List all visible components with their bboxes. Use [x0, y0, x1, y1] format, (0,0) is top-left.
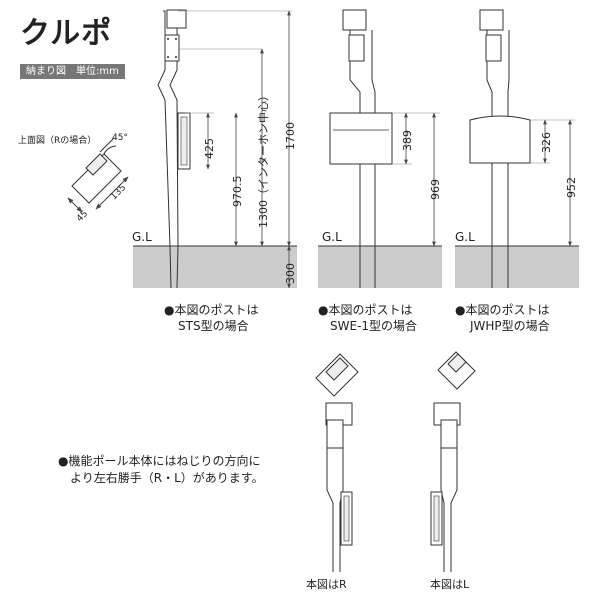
- dim-389-label: 389: [401, 130, 414, 151]
- pole-outline: [440, 448, 458, 572]
- ground-label: G.L: [322, 230, 342, 244]
- ground-band: [318, 246, 442, 288]
- product-title: クルポ: [20, 16, 113, 51]
- dim-952-label: 952: [565, 177, 578, 198]
- mailbox-slot: [343, 495, 350, 542]
- caption-jwhp-line1: ●本図のポストは: [455, 303, 549, 317]
- dim-1700-label: 1700: [284, 122, 297, 150]
- pole-head: [479, 9, 504, 31]
- dim-970-label: 970.5: [231, 176, 244, 208]
- intercom-plate: [164, 34, 180, 62]
- mailbox-slot: [180, 116, 188, 166]
- variant-r-drawing: 本図はR: [306, 353, 359, 591]
- variant-r-top-plate: [325, 357, 349, 381]
- pole-head: [342, 9, 367, 31]
- dim-45-line: [67, 197, 83, 213]
- diagram-sts: G.L 425 970.5 1300（インターホン中心） 1: [132, 9, 297, 333]
- mailbox-swe1: [329, 112, 393, 165]
- mailbox-slot: [433, 495, 440, 542]
- variant-l-label: 本図はL: [430, 577, 470, 591]
- angle-arc: [103, 145, 117, 155]
- caption-sts-line1: ●本図のポストは: [164, 303, 258, 317]
- ground-band: [133, 246, 297, 288]
- variant-l-drawing: 本図はL: [430, 351, 476, 591]
- top-view-label: 上面図（Rの場合）: [18, 134, 96, 146]
- top-view-plate: [85, 153, 108, 176]
- intercom-plate: [326, 419, 344, 449]
- screw-icon: [167, 56, 169, 58]
- mailbox-jwhp: [469, 115, 531, 164]
- dim-969-label: 969: [429, 179, 442, 200]
- caption-jwhp-line2: JWHP型の場合: [469, 318, 550, 333]
- twist-note-line1: ●機能ポール本体にはねじりの方向に: [58, 453, 260, 468]
- screw-icon: [167, 38, 169, 40]
- intercom-plate: [348, 34, 365, 62]
- unit-label: 納まり図 単位:mm: [20, 64, 125, 79]
- variant-r-label: 本図はR: [306, 577, 347, 591]
- intercom-plate: [440, 419, 458, 449]
- dim-1300-label: 1300（インターホン中心）: [257, 90, 270, 228]
- dim-45-label: 45: [75, 209, 90, 224]
- top-view-drawing: 上面図（Rの場合） 45° 135 45: [18, 133, 129, 224]
- dim-326-label: 326: [540, 132, 553, 153]
- ground-label: G.L: [455, 230, 475, 244]
- screw-icon: [175, 38, 177, 40]
- dim-135-line: [95, 176, 129, 210]
- dim-135-label: 135: [109, 183, 128, 202]
- screw-icon: [175, 56, 177, 58]
- caption-swe1-line1: ●本図のポストは: [318, 303, 412, 317]
- angle-guide: [99, 137, 115, 153]
- ground-band: [455, 246, 579, 288]
- caption-sts-line2: STS型の場合: [178, 318, 249, 333]
- dim-425-label: 425: [203, 138, 216, 159]
- angle-label: 45°: [112, 133, 128, 143]
- variant-l-top-plate: [447, 353, 467, 373]
- caption-swe1-line2: SWE-1型の場合: [330, 318, 417, 333]
- dim-300-label: 300: [284, 263, 297, 284]
- pole-head: [166, 9, 187, 29]
- intercom-plate: [485, 34, 502, 62]
- diagram-jwhp: G.L 326 952 ●本図のポストは JWHP型の場合: [455, 9, 579, 333]
- twist-note-line2: より左右勝手（R・L）があります。: [70, 470, 264, 485]
- pole-outline-left: [157, 10, 172, 289]
- diagram-swe1: G.L 389 969 ●本図のポストは SWE-1型の場合: [318, 9, 442, 333]
- ground-label: G.L: [132, 230, 152, 244]
